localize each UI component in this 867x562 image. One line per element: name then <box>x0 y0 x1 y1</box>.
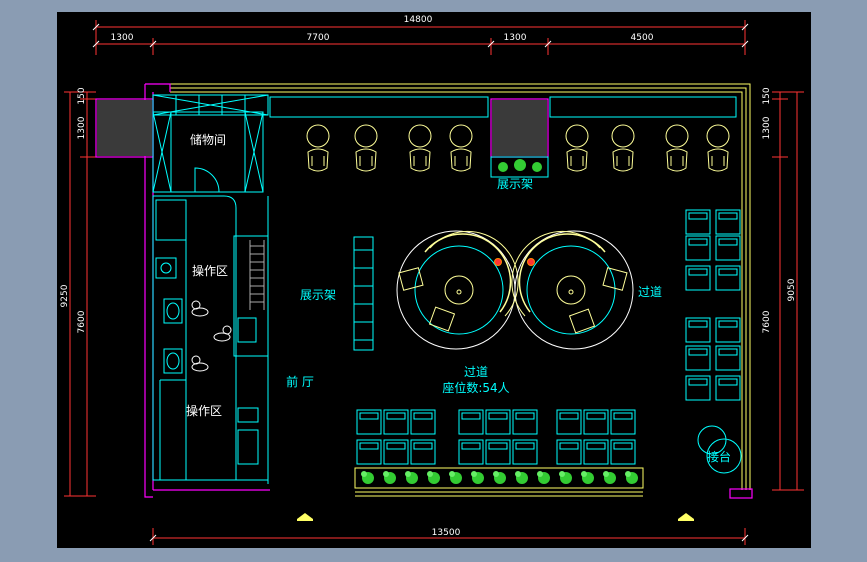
bar-stools <box>306 124 730 172</box>
booth-seat <box>685 375 711 401</box>
planter-plant <box>581 471 594 484</box>
planter-plant <box>603 471 616 484</box>
round-booth-left <box>396 230 519 350</box>
label-display-top: 展示架 <box>497 177 533 191</box>
bar-stool <box>611 124 635 172</box>
booth-seat <box>512 439 538 465</box>
planter-plant <box>427 471 440 484</box>
label-display-left: 展示架 <box>300 288 336 302</box>
booth-seat <box>715 375 741 401</box>
dim-bottom-total: 13500 <box>432 528 461 538</box>
reception-desk <box>697 425 742 474</box>
label-operation-2: 操作区 <box>186 403 222 418</box>
booth-seat <box>410 439 436 465</box>
label-operation-1: 操作区 <box>192 263 228 278</box>
booth-seat <box>685 209 711 235</box>
booth-seat <box>383 409 409 435</box>
booth-seat <box>715 345 741 371</box>
booth-seat <box>715 317 741 343</box>
top-counters <box>269 96 737 178</box>
entrance-markers <box>297 513 694 521</box>
booth-seat <box>356 439 382 465</box>
booth-seat <box>715 265 741 291</box>
column-center <box>492 100 547 156</box>
dimension-ticks <box>92 23 749 542</box>
dim-top-seg-3: 1300 <box>504 33 527 43</box>
label-reception: 接台 <box>707 449 731 464</box>
round-booth-right <box>511 230 634 350</box>
bar-stool <box>449 124 473 172</box>
booth-seat <box>458 439 484 465</box>
planter-row <box>354 467 644 497</box>
dim-top-seg-1: 1300 <box>111 33 134 43</box>
planter-plant <box>449 471 462 484</box>
dim-top-seg-4: 4500 <box>631 33 654 43</box>
bar-stool <box>665 124 689 172</box>
booth-seat <box>556 409 582 435</box>
booth-seat <box>485 409 511 435</box>
dimension-lines <box>64 20 804 545</box>
label-storage: 储物间 <box>190 132 226 147</box>
booth-seat <box>485 439 511 465</box>
dim-right-seg-3: 7600 <box>762 310 772 333</box>
planter-plant <box>537 471 550 484</box>
booth-seat <box>583 439 609 465</box>
booth-seat <box>685 265 711 291</box>
staff-figures <box>191 300 232 372</box>
booth-seat <box>685 235 711 261</box>
column-left <box>97 100 152 156</box>
booth-seat <box>610 409 636 435</box>
bar-stool <box>706 124 730 172</box>
booth-seat <box>410 409 436 435</box>
bar-stool <box>408 124 432 172</box>
storage-room <box>152 94 269 193</box>
booth-seat <box>715 209 741 235</box>
booth-seat <box>610 439 636 465</box>
planter-plant <box>383 471 396 484</box>
bar-stool <box>306 124 330 172</box>
display-plants-top <box>498 159 542 172</box>
booth-seat <box>356 409 382 435</box>
ladder-rack <box>249 240 265 310</box>
booth-seat <box>685 345 711 371</box>
bar-stool <box>354 124 378 172</box>
booth-seat <box>583 409 609 435</box>
outer-walls <box>170 83 751 490</box>
cad-viewport[interactable] <box>57 12 811 548</box>
planter-plant <box>625 471 638 484</box>
planter-plant <box>405 471 418 484</box>
dim-right-seg-2: 1300 <box>762 116 772 139</box>
dim-right-seg-1: 150 <box>762 87 772 104</box>
planter-plant <box>361 471 374 484</box>
planter-plant <box>559 471 572 484</box>
booth-seat <box>458 409 484 435</box>
label-aisle-center: 过道 <box>464 365 488 379</box>
bar-stool <box>565 124 589 172</box>
planter-plant <box>515 471 528 484</box>
label-aisle-right: 过道 <box>638 285 662 299</box>
kitchen-counters <box>152 195 269 484</box>
dim-left-seg-3: 7600 <box>77 310 87 333</box>
booth-seat <box>383 439 409 465</box>
label-seat-count: 座位数:54人 <box>442 380 509 395</box>
booth-seats-right <box>685 209 741 401</box>
booth-seat <box>715 235 741 261</box>
label-lobby: 前 厅 <box>286 374 314 389</box>
booth-seat <box>556 439 582 465</box>
dim-top-seg-2: 7700 <box>307 33 330 43</box>
booth-seats-bottom <box>356 409 636 465</box>
dim-left-total: 9250 <box>60 284 70 307</box>
planter-plant <box>471 471 484 484</box>
booth-seat <box>512 409 538 435</box>
planter-plant <box>493 471 506 484</box>
dim-left-seg-2: 1300 <box>77 116 87 139</box>
dim-right-total: 9050 <box>787 278 797 301</box>
display-shelf-left <box>353 236 374 351</box>
dim-left-seg-1: 150 <box>77 87 87 104</box>
dim-top-total: 14800 <box>404 15 433 25</box>
booth-seat <box>685 317 711 343</box>
